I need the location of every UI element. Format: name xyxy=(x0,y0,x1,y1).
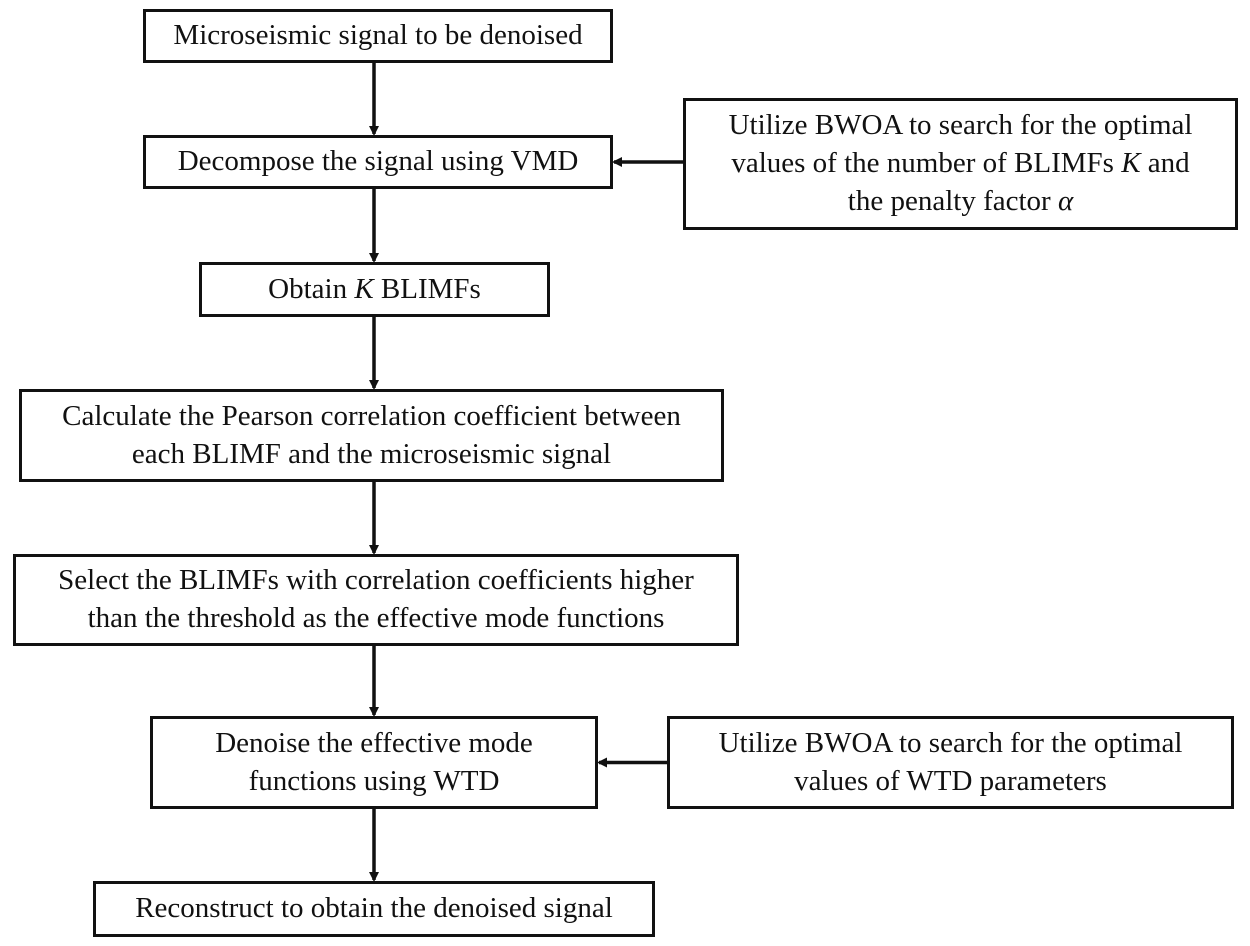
step-select-text: Select the BLIMFs with correlation coeff… xyxy=(58,562,694,637)
step-wtd-line-2: functions using WTD xyxy=(249,763,500,801)
text-segment: Calculate the Pearson correlation coeffi… xyxy=(62,399,681,432)
text-segment: values of WTD parameters xyxy=(794,764,1107,797)
side-bwoa-wtd-line-2: values of WTD parameters xyxy=(794,763,1107,801)
step-wtd-line-1: Denoise the effective mode xyxy=(215,725,533,763)
step-blimfs-line-1: Obtain K BLIMFs xyxy=(268,271,481,309)
step-input-line-1: Microseismic signal to be denoised xyxy=(173,17,582,55)
step-pearson-box: Calculate the Pearson correlation coeffi… xyxy=(19,389,724,482)
step-wtd-text: Denoise the effective mode functions usin… xyxy=(215,725,533,800)
step-pearson-line-2: each BLIMF and the microseismic signal xyxy=(132,436,611,474)
side-bwoa-wtd-text: Utilize BWOA to search for the optimal va… xyxy=(719,725,1183,800)
text-segment: BLIMFs xyxy=(373,272,481,305)
side-bwoa-vmd-line-2: values of the number of BLIMFs K and xyxy=(731,145,1189,183)
step-wtd-box: Denoise the effective mode functions usin… xyxy=(150,716,598,809)
step-reconstruct-text: Reconstruct to obtain the denoised signa… xyxy=(135,890,613,928)
step-select-line-1: Select the BLIMFs with correlation coeff… xyxy=(58,562,694,600)
text-segment: the penalty factor xyxy=(847,184,1058,217)
step-blimfs-box: Obtain K BLIMFs xyxy=(199,262,550,317)
step-select-box: Select the BLIMFs with correlation coeff… xyxy=(13,554,739,646)
text-segment: Microseismic signal to be denoised xyxy=(173,19,583,52)
step-pearson-text: Calculate the Pearson correlation coeffi… xyxy=(62,398,681,473)
text-segment: Obtain xyxy=(268,272,355,305)
side-bwoa-wtd-box: Utilize BWOA to search for the optimal va… xyxy=(667,716,1234,809)
step-input-text: Microseismic signal to be denoised xyxy=(173,17,582,55)
text-segment: Select the BLIMFs with correlation coeff… xyxy=(58,564,694,597)
step-pearson-line-1: Calculate the Pearson correlation coeffi… xyxy=(62,398,681,436)
text-segment: functions using WTD xyxy=(248,764,500,797)
side-bwoa-vmd-line-3: the penalty factor α xyxy=(848,183,1073,221)
text-segment: Utilize BWOA to search for the optimal xyxy=(728,109,1193,142)
text-segment: Denoise the effective mode xyxy=(215,726,533,759)
text-segment: each BLIMF and the microseismic signal xyxy=(131,437,612,470)
text-segment: Utilize BWOA to search for the optimal xyxy=(718,726,1183,759)
step-reconstruct-line-1: Reconstruct to obtain the denoised signa… xyxy=(135,890,613,928)
step-input-box: Microseismic signal to be denoised xyxy=(143,9,613,63)
text-segment: than the threshold as the effective mode… xyxy=(87,602,665,634)
step-reconstruct-box: Reconstruct to obtain the denoised signa… xyxy=(93,881,655,937)
text-segment: values of the number of BLIMFs xyxy=(731,147,1122,180)
step-select-line-2: than the threshold as the effective mode… xyxy=(88,600,665,638)
math-variable: α xyxy=(1057,184,1074,217)
step-vmd-line-1: Decompose the signal using VMD xyxy=(178,143,579,181)
step-vmd-text: Decompose the signal using VMD xyxy=(178,143,579,181)
math-variable: K xyxy=(1121,147,1141,180)
text-segment: Decompose the signal using VMD xyxy=(177,145,579,178)
side-bwoa-wtd-line-1: Utilize BWOA to search for the optimal xyxy=(719,725,1183,763)
step-vmd-box: Decompose the signal using VMD xyxy=(143,135,613,189)
step-blimfs-text: Obtain K BLIMFs xyxy=(268,271,481,309)
text-segment: Reconstruct to obtain the denoised signa… xyxy=(135,892,613,925)
side-bwoa-vmd-line-1: Utilize BWOA to search for the optimal xyxy=(729,107,1193,145)
text-segment: and xyxy=(1140,147,1190,180)
math-variable: K xyxy=(354,272,374,305)
